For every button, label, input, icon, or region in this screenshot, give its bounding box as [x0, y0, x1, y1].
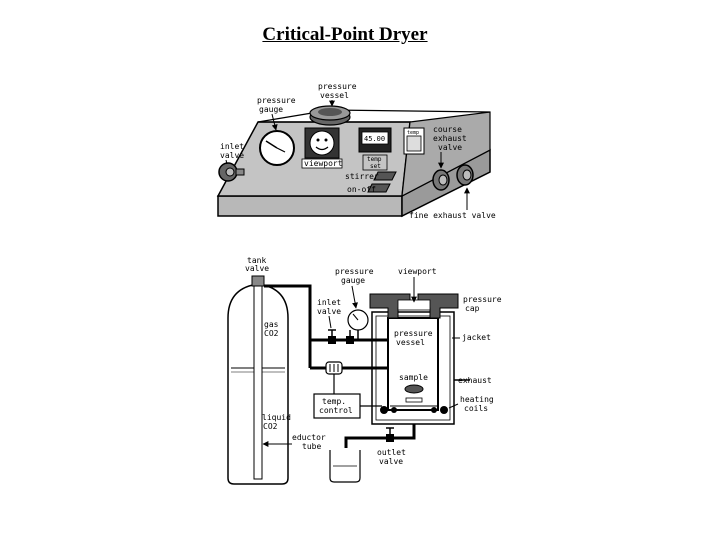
- label-heating-coils-2: coils: [464, 404, 488, 413]
- device-front-panel: [217, 195, 403, 217]
- label-outlet-valve-2: valve: [379, 457, 403, 466]
- label-schematic-viewport: viewport: [398, 267, 437, 276]
- label-pressure-vessel-sch-1: pressure: [394, 329, 433, 338]
- label-pressure-gauge-1: pressure: [257, 96, 296, 105]
- label-schematic-pressure-gauge-1: pressure: [335, 267, 374, 276]
- label-gas-co2-2: CO2: [264, 329, 279, 338]
- label-fine-exhaust: fine exhaust valve: [409, 211, 496, 220]
- label-outlet-valve-1: outlet: [377, 448, 406, 457]
- label-pressure-cap-1: pressure: [463, 295, 502, 304]
- label-viewport: viewport: [304, 159, 343, 168]
- label-course-exhaust-3: valve: [438, 143, 462, 152]
- collection-beaker: [329, 450, 361, 483]
- label-pressure-gauge-2: gauge: [259, 105, 283, 114]
- supply-line: [264, 284, 340, 342]
- heating-coil-left: [380, 406, 388, 414]
- label-pressure-cap-2: cap: [465, 304, 480, 313]
- outlet-valve: [386, 434, 394, 442]
- label-temp-control-2: control: [319, 406, 353, 415]
- page-title: Critical-Point Dryer: [262, 24, 428, 45]
- label-on-off: on-off: [347, 185, 376, 194]
- co2-tank: [227, 283, 289, 485]
- label-inlet-valve-sch-1: inlet: [317, 298, 341, 307]
- heating-coil-right: [440, 406, 448, 414]
- inlet-valve: [328, 336, 336, 344]
- label-sample: sample: [399, 373, 428, 382]
- label-temp-set-1: temp: [367, 156, 382, 163]
- label-temp-set-2: set: [370, 163, 381, 170]
- temp-switch-label: temp: [407, 130, 419, 136]
- label-exhaust: exhaust: [458, 376, 492, 385]
- device-illustration: 45.00 temp: [216, 105, 491, 218]
- label-inlet-valve-2: valve: [220, 151, 244, 160]
- label-tank-valve-1: tank: [247, 256, 266, 265]
- schematic-labels: tank valve gas CO2 liquid CO2 eductor tu…: [245, 256, 502, 466]
- pressure-vessel: [387, 317, 439, 411]
- label-gas-co2-1: gas: [264, 320, 279, 329]
- label-eductor-1: eductor: [292, 433, 326, 442]
- on-off-switch: [367, 183, 391, 193]
- label-pressure-vessel-sch-2: vessel: [396, 338, 425, 347]
- label-inlet-valve-1: inlet: [220, 142, 244, 151]
- label-pressure-vessel-1: pressure: [318, 82, 357, 91]
- label-stirrer: stirrer: [345, 172, 379, 181]
- device-labels: pressure vessel pressure gauge inlet val…: [220, 82, 496, 220]
- device-top-surface: [258, 111, 491, 198]
- label-course-exhaust-2: exhaust: [433, 134, 467, 143]
- sample: [404, 384, 424, 394]
- outlet-line: [344, 424, 416, 448]
- label-liquid-co2-1: liquid: [262, 413, 291, 422]
- label-eductor-2: tube: [302, 442, 321, 451]
- label-tank-valve-2: valve: [245, 264, 269, 273]
- label-course-exhaust-1: course: [433, 125, 462, 134]
- label-liquid-co2-2: CO2: [263, 422, 278, 431]
- tank-valve: [251, 275, 265, 287]
- temp-display-value: 45.00: [364, 135, 385, 143]
- label-temp-control-1: temp.: [322, 397, 346, 406]
- label-pressure-vessel-2: vessel: [320, 91, 349, 100]
- label-schematic-pressure-gauge-2: gauge: [341, 276, 365, 285]
- eductor-tube: [253, 283, 263, 480]
- label-inlet-valve-sch-2: valve: [317, 307, 341, 316]
- stirrer-switch: [373, 171, 397, 181]
- label-jacket: jacket: [462, 333, 491, 342]
- schematic-diagram: [227, 275, 470, 485]
- label-heating-coils-1: heating: [460, 395, 494, 404]
